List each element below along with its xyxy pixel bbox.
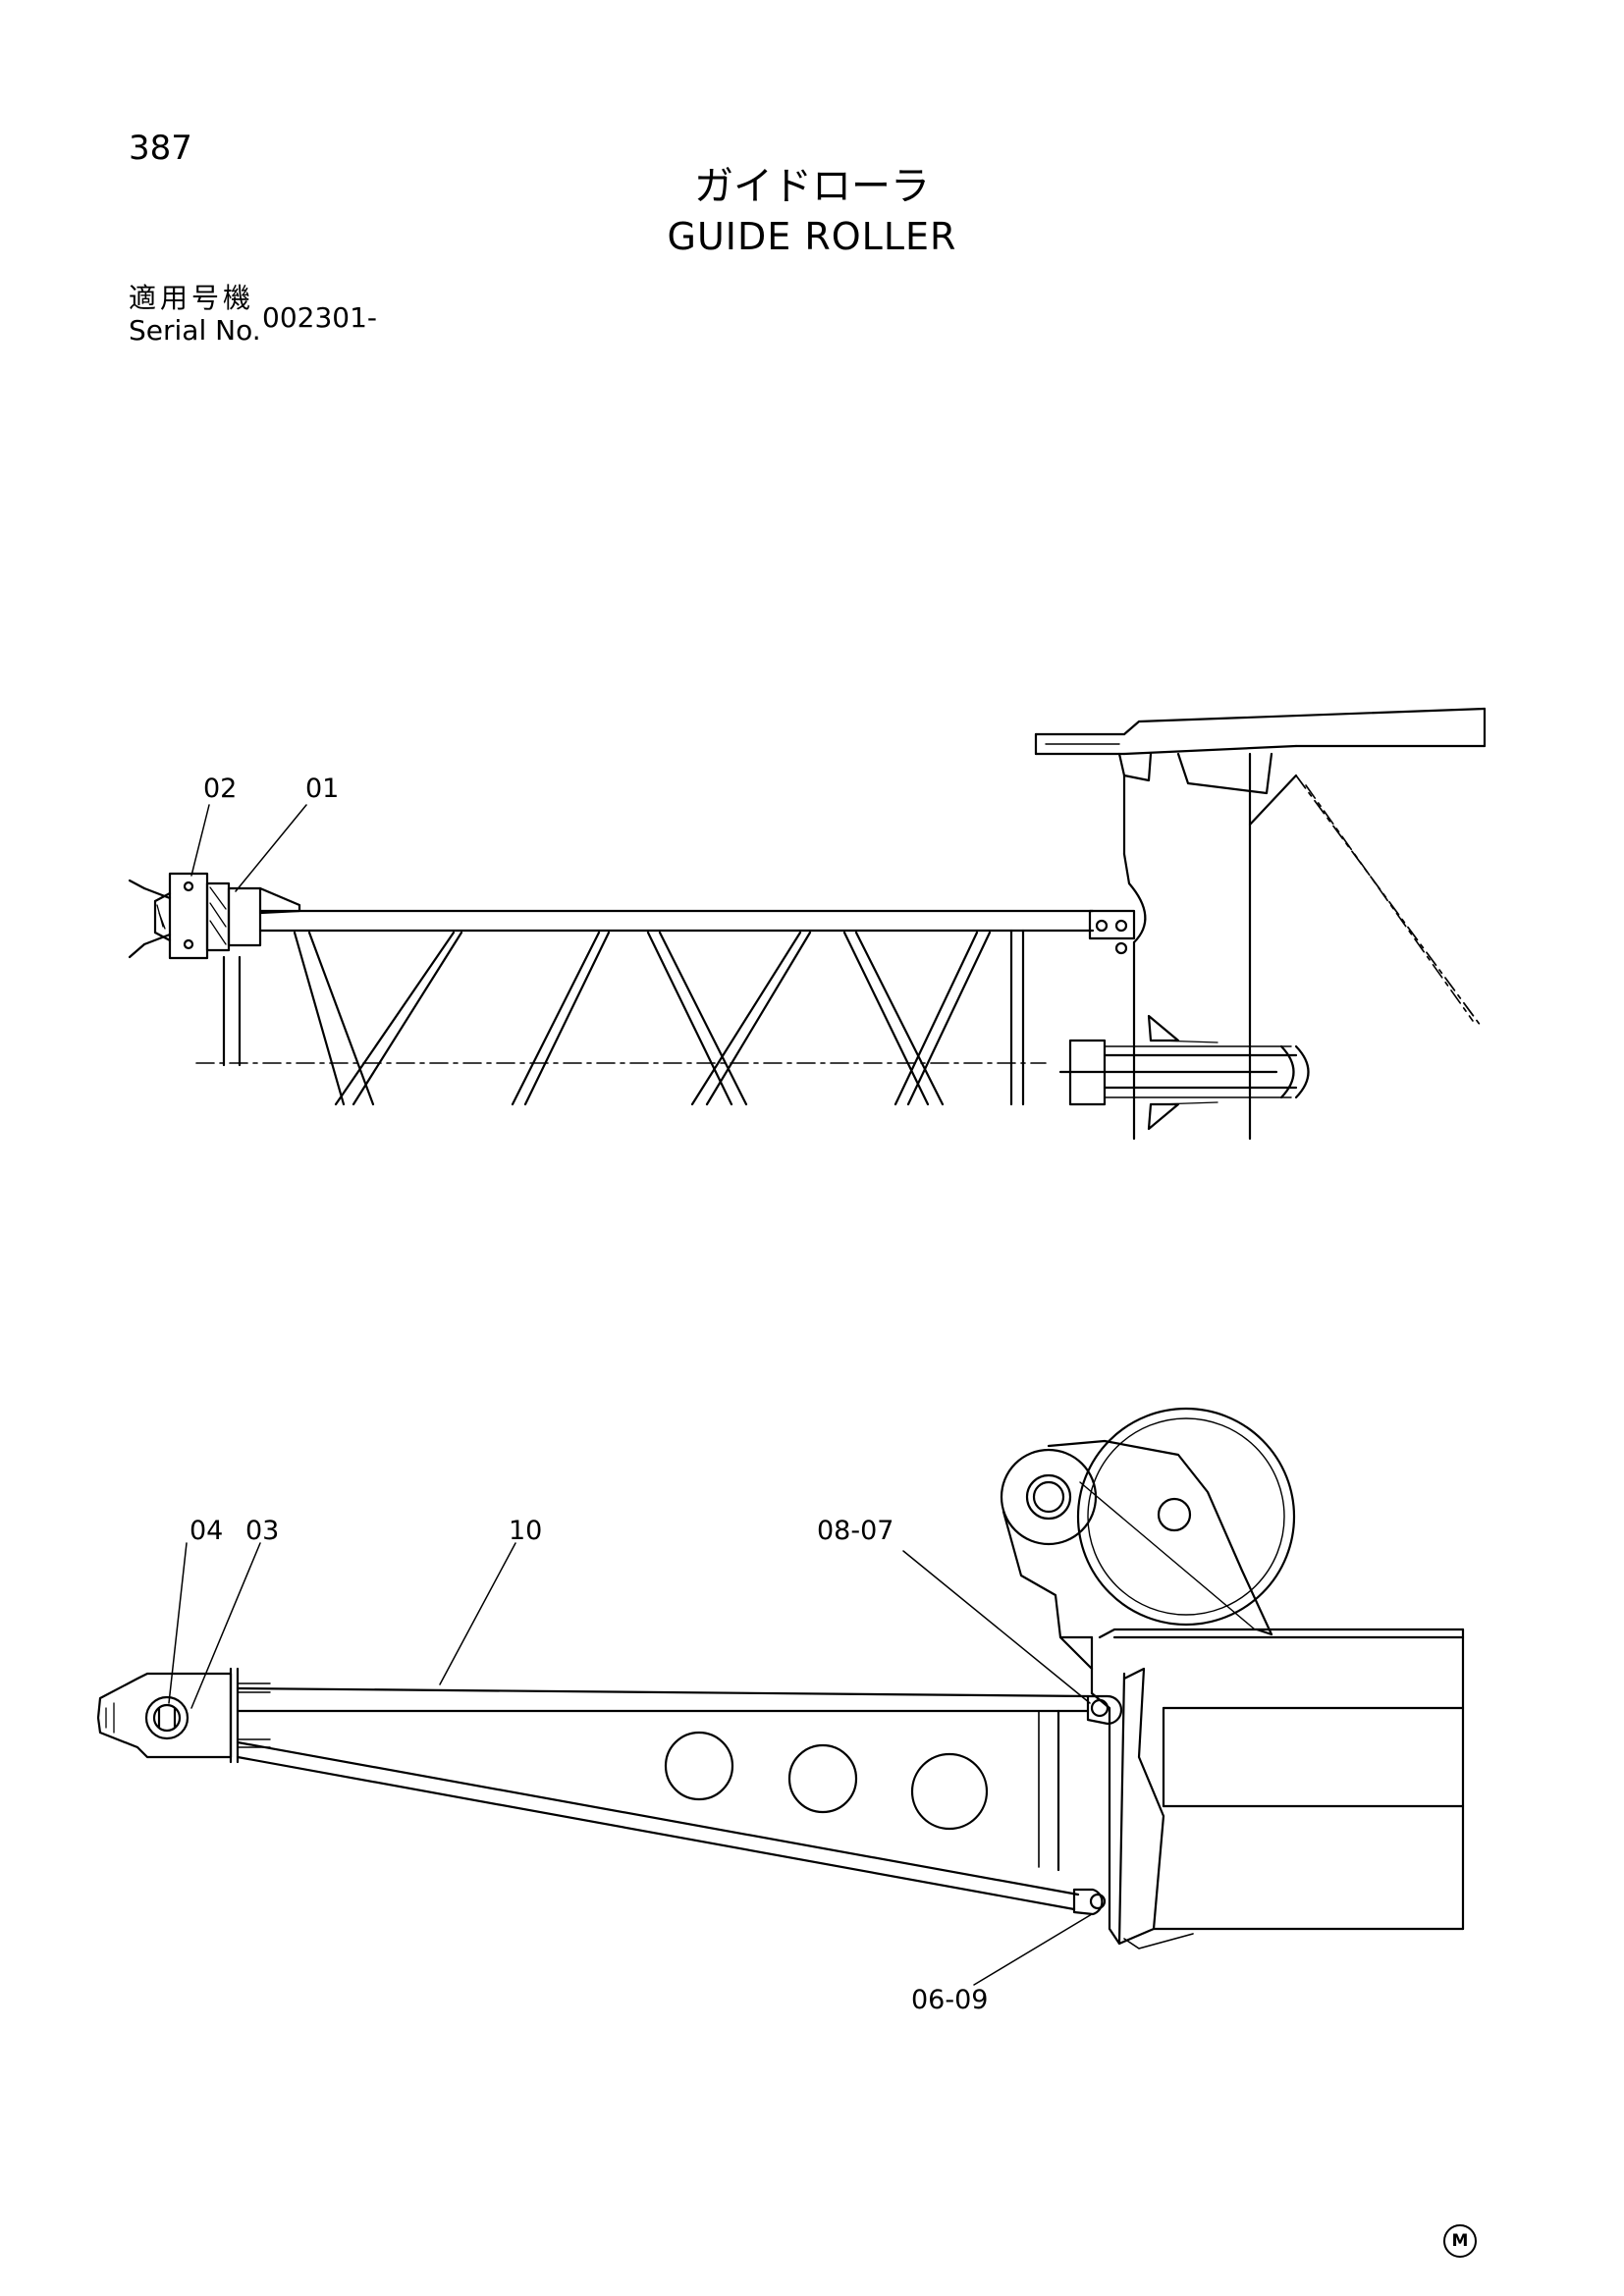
strut-tip (96, 1667, 271, 1764)
guide-roller-top (1058, 909, 1310, 1131)
page-title-english: GUIDE ROLLER (667, 215, 957, 258)
boom-lattice (195, 929, 1047, 1106)
serial-label-japanese: 適用号機 (129, 282, 255, 314)
top-view-drawing (128, 707, 1487, 1141)
bottom-view-drawing (96, 1407, 1465, 1986)
callout-04: 04 (189, 1516, 223, 1546)
callout-08-07: 08-07 (817, 1516, 893, 1546)
boom-head-structure (1034, 707, 1487, 1141)
callout-03: 03 (245, 1516, 279, 1546)
boom-tube (222, 909, 1095, 1067)
page-number: 387 (129, 129, 192, 168)
callout-06-09: 06-09 (911, 1985, 988, 2015)
sheave-outer (1076, 1407, 1296, 1627)
serial-label-english: Serial No. (129, 314, 261, 347)
callout-01: 01 (305, 774, 339, 804)
callout-02: 02 (203, 774, 237, 804)
maker-mark-logo: M (1443, 2224, 1477, 2258)
end-bracket (128, 872, 301, 960)
page-title-japanese: ガイドローラ (694, 164, 930, 209)
serial-number-value: 002301- (262, 301, 377, 334)
callout-10: 10 (509, 1516, 542, 1546)
